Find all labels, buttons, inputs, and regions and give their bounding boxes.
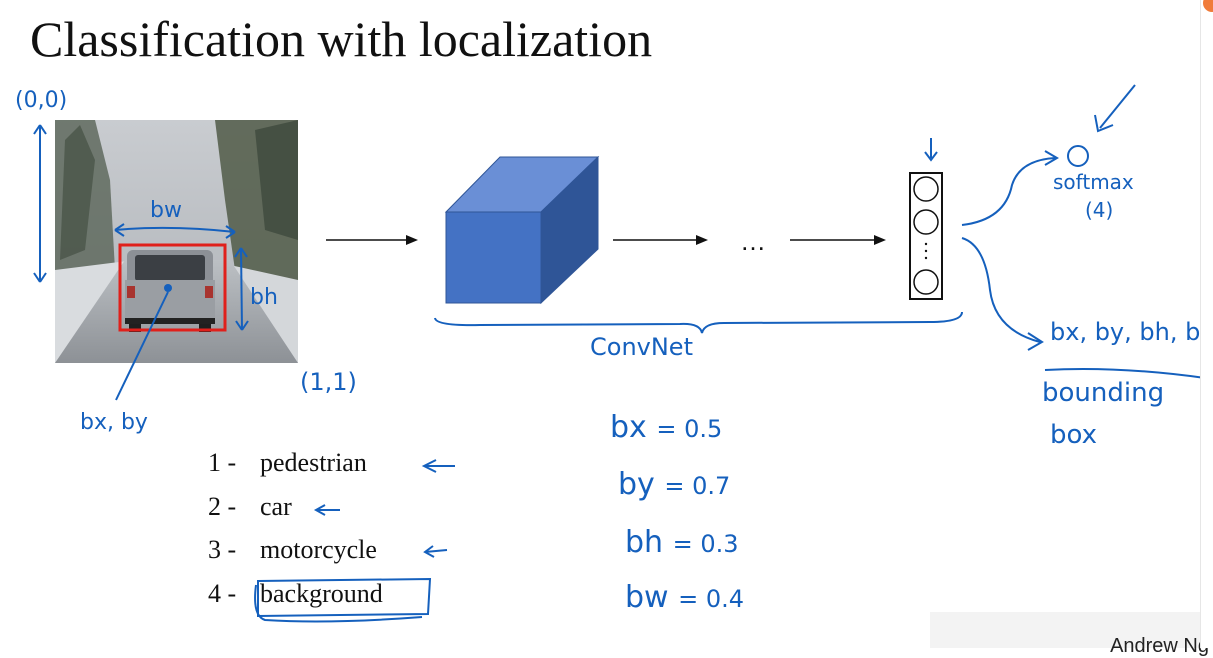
corner-label: (1,1) — [300, 368, 357, 396]
class-name: background — [260, 578, 383, 608]
value-bw: bw = 0.4 — [625, 580, 744, 615]
slide-title: Classification with localization — [30, 11, 653, 67]
corner-indicator — [1203, 0, 1213, 12]
class-number: 1 - — [208, 448, 237, 477]
ellipsis: … — [740, 226, 767, 256]
bw-arrow — [114, 226, 236, 233]
center-pointer-line — [115, 291, 169, 401]
bbox-label-1: bounding — [1042, 378, 1165, 408]
bh-arrow — [240, 247, 243, 331]
background-highlight — [257, 577, 432, 618]
output-layer — [909, 172, 943, 300]
convnet-label: ConvNet — [590, 333, 693, 361]
softmax-branch — [961, 157, 1056, 226]
value-by-value: = 0.7 — [664, 472, 731, 500]
author-footer: Andrew Ng — [1110, 635, 1209, 657]
class-number: 2 - — [208, 491, 237, 521]
bbox-branch — [961, 237, 1041, 343]
value-bh: bh = 0.3 — [625, 525, 739, 560]
value-bx-value: = 0.5 — [656, 415, 723, 443]
class-name: pedestrian — [260, 448, 367, 477]
road-photo — [55, 120, 298, 363]
bounding-box-rect — [118, 243, 227, 332]
value-bx: bx = 0.5 — [610, 410, 722, 445]
value-by-name: by — [618, 467, 655, 502]
center-label: bx, by — [80, 410, 148, 435]
softmax-count: (4) — [1085, 198, 1114, 222]
value-bh-value: = 0.3 — [672, 530, 739, 558]
value-by: by = 0.7 — [618, 467, 730, 502]
convnet-brace — [434, 311, 963, 334]
footer-bar — [930, 612, 1200, 648]
class-number: 4 - — [208, 578, 237, 608]
value-bw-value: = 0.4 — [678, 585, 745, 613]
bbox-label-2: box — [1050, 420, 1097, 450]
softmax-label: softmax — [1053, 170, 1134, 194]
bw-label: bw — [150, 198, 182, 223]
value-bh-name: bh — [625, 525, 664, 560]
class-number: 3 - — [208, 535, 237, 564]
value-bw-name: bw — [625, 580, 669, 615]
convnet-cube — [444, 155, 600, 305]
bbox-params: bx, by, bh, bw — [1050, 318, 1213, 346]
window-edge — [1200, 0, 1213, 648]
origin-label: (0,0) — [15, 88, 68, 113]
center-dot — [164, 284, 172, 292]
class-name: motorcycle — [260, 535, 377, 564]
class-name: car — [260, 491, 292, 521]
value-bx-name: bx — [610, 410, 647, 445]
bh-label: bh — [250, 285, 278, 310]
